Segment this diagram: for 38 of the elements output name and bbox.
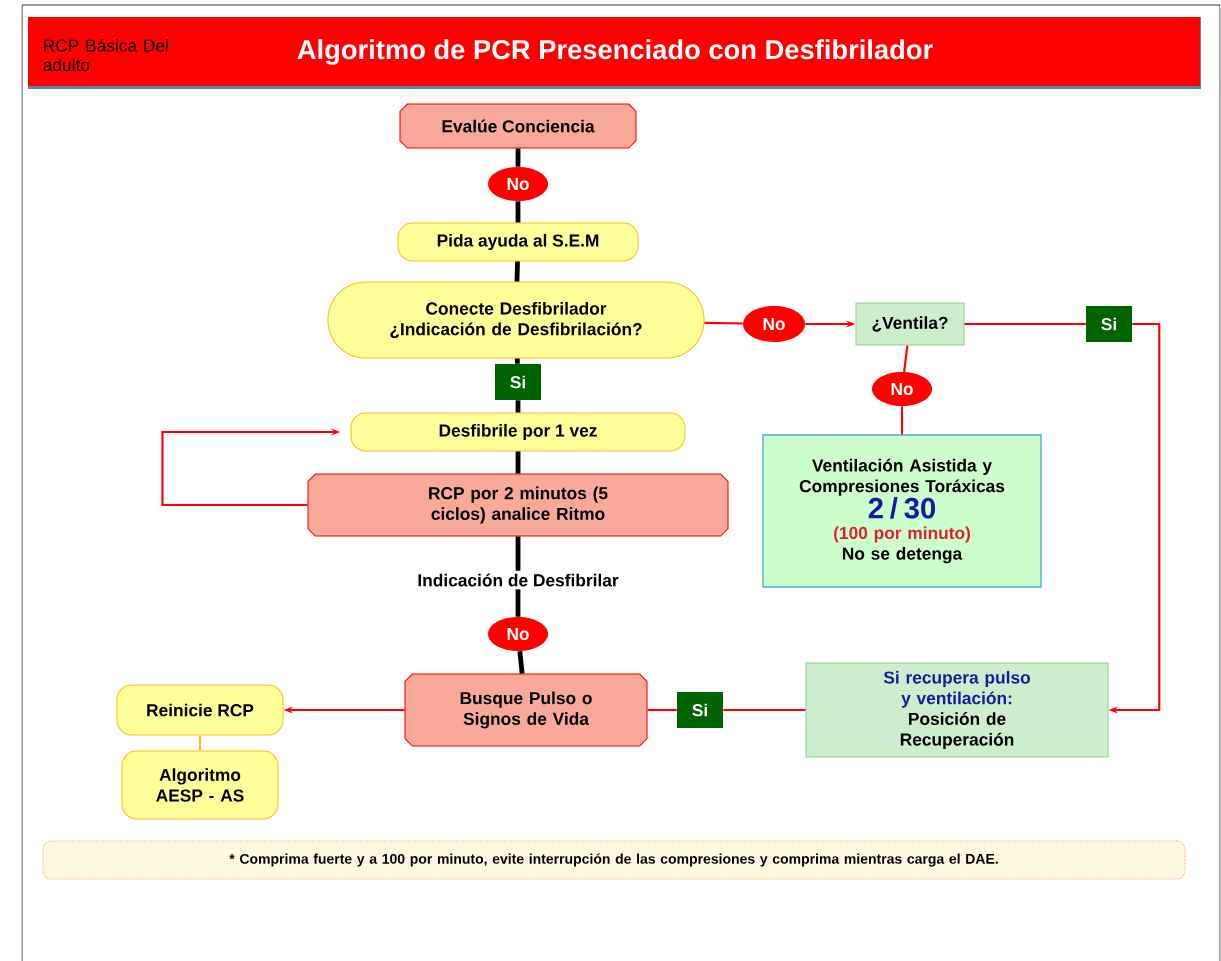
decision-box: ¿Ventila?	[855, 302, 965, 346]
step-text: Indicación de Desfibrilar	[414, 570, 622, 590]
yes-badge: Si	[495, 364, 541, 400]
connector	[517, 651, 525, 674]
no-badge: No	[872, 372, 932, 406]
yes-badge: Si	[677, 692, 723, 728]
connector	[964, 322, 1086, 326]
connector	[515, 400, 521, 413]
note-box: * Comprima fuerte y a 100 por minuto, evite interrupción de las compresiones y comprima mientras carga el DAE.	[42, 840, 1186, 880]
step-box: Busque Pulso o Signos de Vida	[404, 673, 648, 747]
connector	[900, 406, 904, 435]
connector	[515, 201, 521, 223]
connector	[198, 735, 202, 751]
step-box: Reinicie RCP	[116, 684, 284, 736]
connector	[515, 148, 521, 167]
connector	[903, 345, 909, 372]
connector	[723, 708, 806, 712]
connector	[514, 261, 520, 282]
decision-box: Conecte Desfibrilador ¿Indicación de Desfibrilación?	[327, 281, 705, 359]
step-box: RCP por 2 minutos (5 ciclos) analice Ritmo	[307, 473, 729, 537]
header-label: RCP Básica Del adulto	[43, 38, 168, 72]
instruction-box: Ventilación Asistida y Compresiones Toráxicas 2 / 30 (100 por minuto) No se detenga	[762, 434, 1042, 588]
step-box: Pida ayuda al S.E.M	[397, 222, 639, 262]
instruction-box: Si recupera pulso y ventilación: Posición de Recuperación	[805, 662, 1109, 758]
connector	[515, 451, 521, 474]
connector	[515, 589, 521, 617]
connector	[515, 536, 521, 571]
no-badge: No	[488, 617, 548, 651]
step-box: Algoritmo AESP - AS	[121, 750, 279, 820]
no-badge: No	[488, 167, 548, 201]
title: Algoritmo de PCR Presenciado con Desfibrilador	[297, 39, 933, 65]
no-badge: No	[743, 306, 805, 342]
connector	[647, 708, 677, 712]
step-box: Evalúe Conciencia	[399, 103, 637, 149]
step-box: Desfibrile por 1 vez	[350, 412, 686, 452]
yes-badge: Si	[1086, 306, 1132, 342]
connector	[704, 321, 743, 325]
connector	[514, 358, 520, 364]
